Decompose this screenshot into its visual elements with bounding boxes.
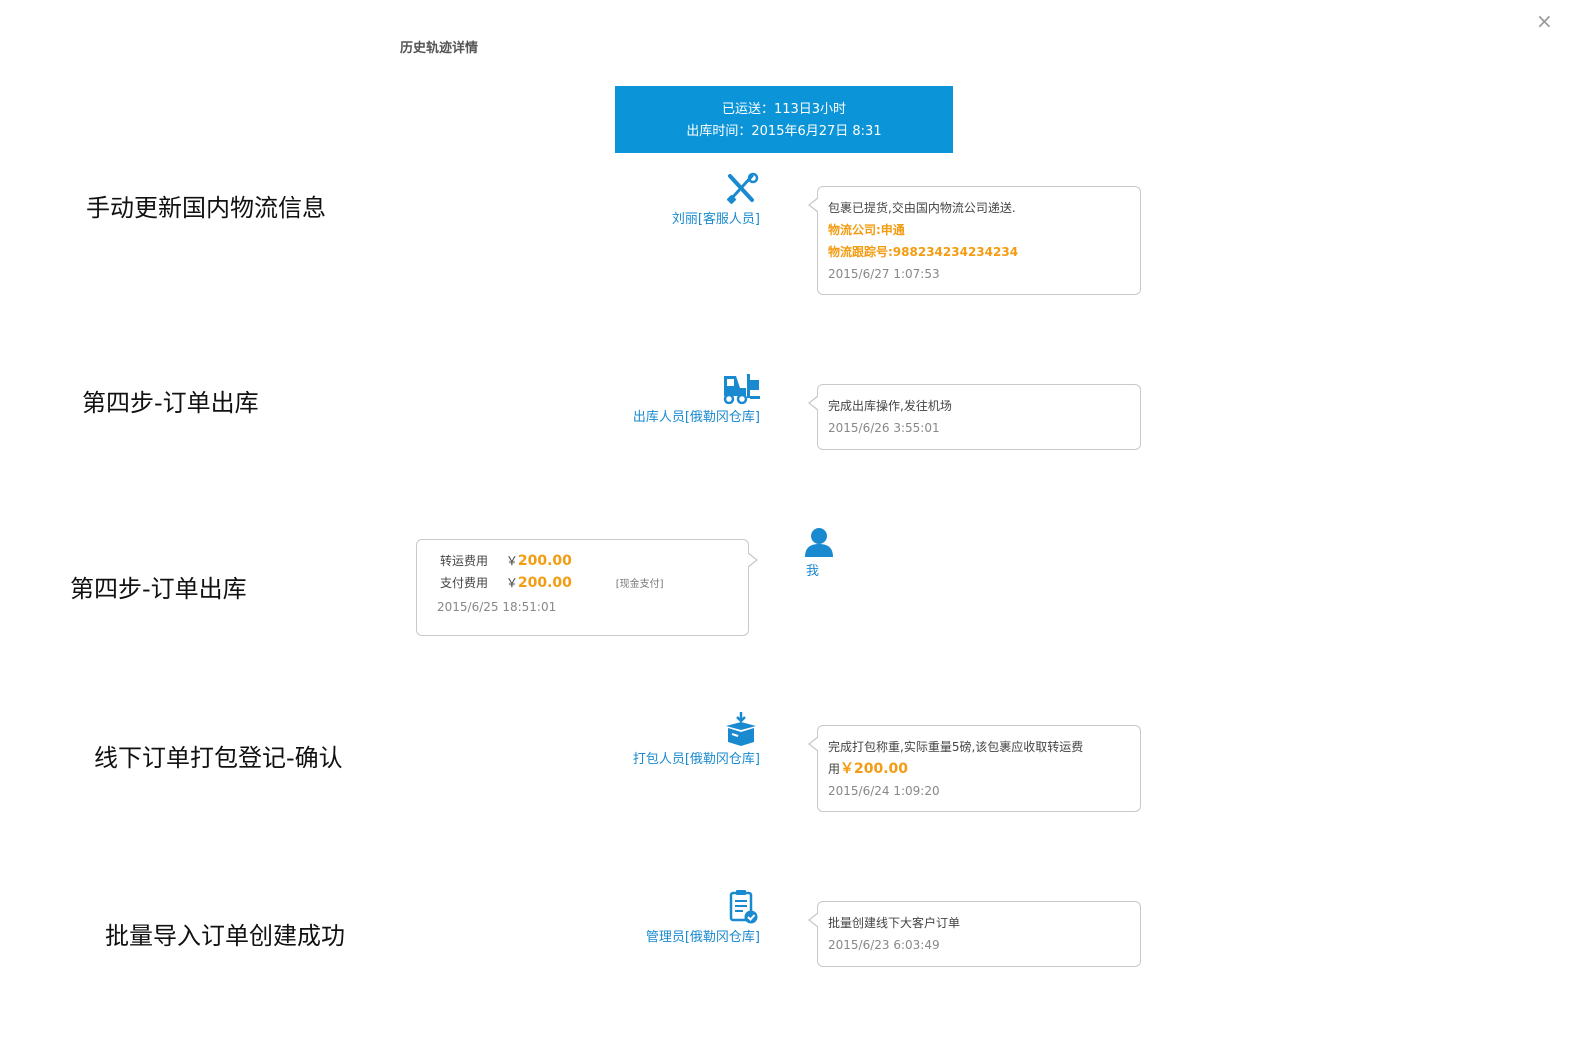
user-icon [800, 526, 838, 558]
actor-name: 刘丽[客服人员] [671, 212, 760, 227]
outbound-time: 出库时间：2015年6月27日 8:31 [686, 124, 882, 139]
step-label: 线下订单打包登记-确认 [94, 744, 343, 772]
fee-row-payment: 支付费用 ￥200.00 [现金支付] [437, 572, 738, 596]
fee-label: 支付费用 [440, 576, 489, 590]
message-text-continued: 用￥200.00 [828, 761, 909, 777]
step-label: 手动更新国内物流信息 [86, 194, 326, 222]
timeline-actor: 管理员[俄勒冈仓库] [600, 890, 760, 945]
package-icon [722, 712, 760, 746]
timeline-actor: 我 [800, 526, 838, 579]
timeline-message: 完成打包称重,实际重量5磅,该包裹应收取转运费 用￥200.00 2015/6/… [808, 725, 1141, 812]
timeline-message: 包裹已提货,交由国内物流公司递送. 物流公司:申通 物流跟踪号:98823423… [808, 186, 1141, 295]
message-time: 2015/6/23 6:03:49 [828, 938, 940, 952]
tracking-number: 物流跟踪号:988234234234234 [828, 245, 1019, 259]
message-text: 批量创建线下大客户订单 [828, 916, 961, 930]
fee-amount: 200.00 [517, 553, 572, 569]
fee-message: 转运费用 ￥200.00 支付费用 ￥200.00 [现金支付] 2015/6/… [416, 539, 758, 636]
logistics-company: 物流公司:申通 [828, 223, 905, 237]
close-button[interactable]: × [1536, 9, 1553, 33]
message-text: 完成出库操作,发往机场 [828, 399, 952, 413]
payment-method: [现金支付] [615, 579, 664, 590]
actor-name: 出库人员[俄勒冈仓库] [632, 410, 760, 425]
step-label: 第四步-订单出库 [70, 575, 247, 603]
shipping-summary-banner: 已运送：113日3小时 出库时间：2015年6月27日 8:31 [615, 86, 953, 153]
fee-amount: 200.00 [517, 575, 572, 591]
message-time: 2015/6/24 1:09:20 [828, 784, 940, 798]
fee-label: 转运费用 [440, 554, 489, 568]
message-text: 完成打包称重,实际重量5磅,该包裹应收取转运费 [828, 740, 1084, 754]
timeline-message: 批量创建线下大客户订单 2015/6/23 6:03:49 [808, 901, 1141, 967]
clipboard-check-icon [722, 890, 760, 924]
timeline-actor: 刘丽[客服人员] [640, 172, 760, 227]
fee-amount: ￥200.00 [840, 761, 909, 777]
actor-name: 我 [806, 564, 820, 579]
fee-currency: ￥ [505, 554, 518, 568]
timeline-message: 完成出库操作,发往机场 2015/6/26 3:55:01 [808, 384, 1141, 450]
timeline-actor: 打包人员[俄勒冈仓库] [600, 712, 760, 767]
message-time: 2015/6/27 1:07:53 [828, 267, 940, 281]
message-text: 包裹已提货,交由国内物流公司递送. [828, 201, 1016, 215]
message-time: 2015/6/25 18:51:01 [437, 600, 557, 614]
actor-name: 打包人员[俄勒冈仓库] [632, 752, 760, 767]
fee-currency: ￥ [505, 576, 518, 590]
step-label: 第四步-订单出库 [82, 389, 259, 417]
shipped-duration: 已运送：113日3小时 [721, 102, 847, 117]
fee-row-transfer: 转运费用 ￥200.00 [437, 550, 738, 572]
timeline-actor: 出库人员[俄勒冈仓库] [600, 370, 760, 425]
step-label: 批量导入订单创建成功 [105, 922, 345, 950]
dialog-title: 历史轨迹详情 [400, 41, 479, 56]
tools-icon [722, 172, 760, 206]
actor-name: 管理员[俄勒冈仓库] [645, 930, 760, 945]
forklift-icon [722, 370, 760, 405]
message-time: 2015/6/26 3:55:01 [828, 421, 940, 435]
